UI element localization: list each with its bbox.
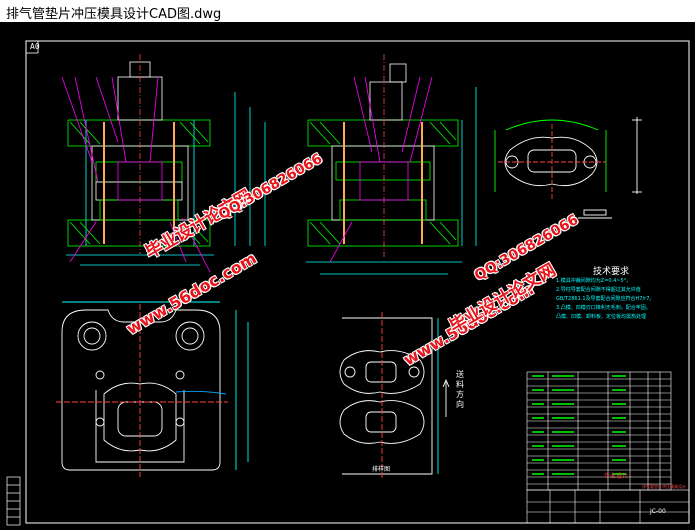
sheet-size-label: A0	[30, 42, 40, 51]
title-block-drawing-name: 排气管垫片冲压模具设计	[642, 484, 686, 489]
tech-req-title: 技术要求	[592, 267, 629, 277]
front-section-view	[61, 54, 266, 273]
tech-requirements: 技术要求 1.模具冲裁间隙均为Z=0.4~5°。 2.导柱导套配合间隙不得超过其…	[556, 264, 686, 322]
tech-req-line: 1.模具冲裁间隙均为Z=0.4~5°。	[556, 278, 632, 284]
side-section-view	[306, 54, 477, 275]
tech-req-line: 2.导柱导套配合间隙不得超过其允许值	[556, 287, 641, 293]
tech-req-line: 3.凸模、凹模刃口锋利无毛刺，配合牢固。	[556, 305, 651, 311]
side-tab-stack	[6, 476, 21, 526]
window-title: 排气管垫片冲压模具设计CAD图.dwg	[6, 7, 222, 22]
title-block-school: 毕业设计	[604, 473, 629, 480]
gasket-part-drawing	[494, 117, 642, 219]
tech-req-line: GB/T2861.1及导套配合间隙应符合H7/r7。	[556, 296, 655, 302]
tech-req-line: 凸模、凹模、卸料板、定位板均需热处理	[556, 314, 647, 320]
cad-drawing	[6, 40, 690, 526]
strip-layout-view	[339, 312, 450, 480]
outer-frame	[25, 40, 690, 524]
lower-die-plan-view	[56, 301, 249, 477]
parts-list-table	[526, 371, 672, 491]
feed-direction-label: 送料方向	[456, 370, 464, 409]
title-block	[526, 489, 690, 524]
cad-drawing-canvas[interactable]: A0 技术要求 1.模具冲裁间隙均为Z=0.4~5°。 2.导柱导套配合间隙不得…	[0, 22, 695, 530]
sheet-tag-box	[25, 40, 39, 54]
window-title-bar: 排气管垫片冲压模具设计CAD图.dwg	[0, 0, 695, 23]
title-block-drawing-number: JC-00	[650, 508, 666, 515]
strip-layout-label: 排样图	[372, 466, 391, 473]
